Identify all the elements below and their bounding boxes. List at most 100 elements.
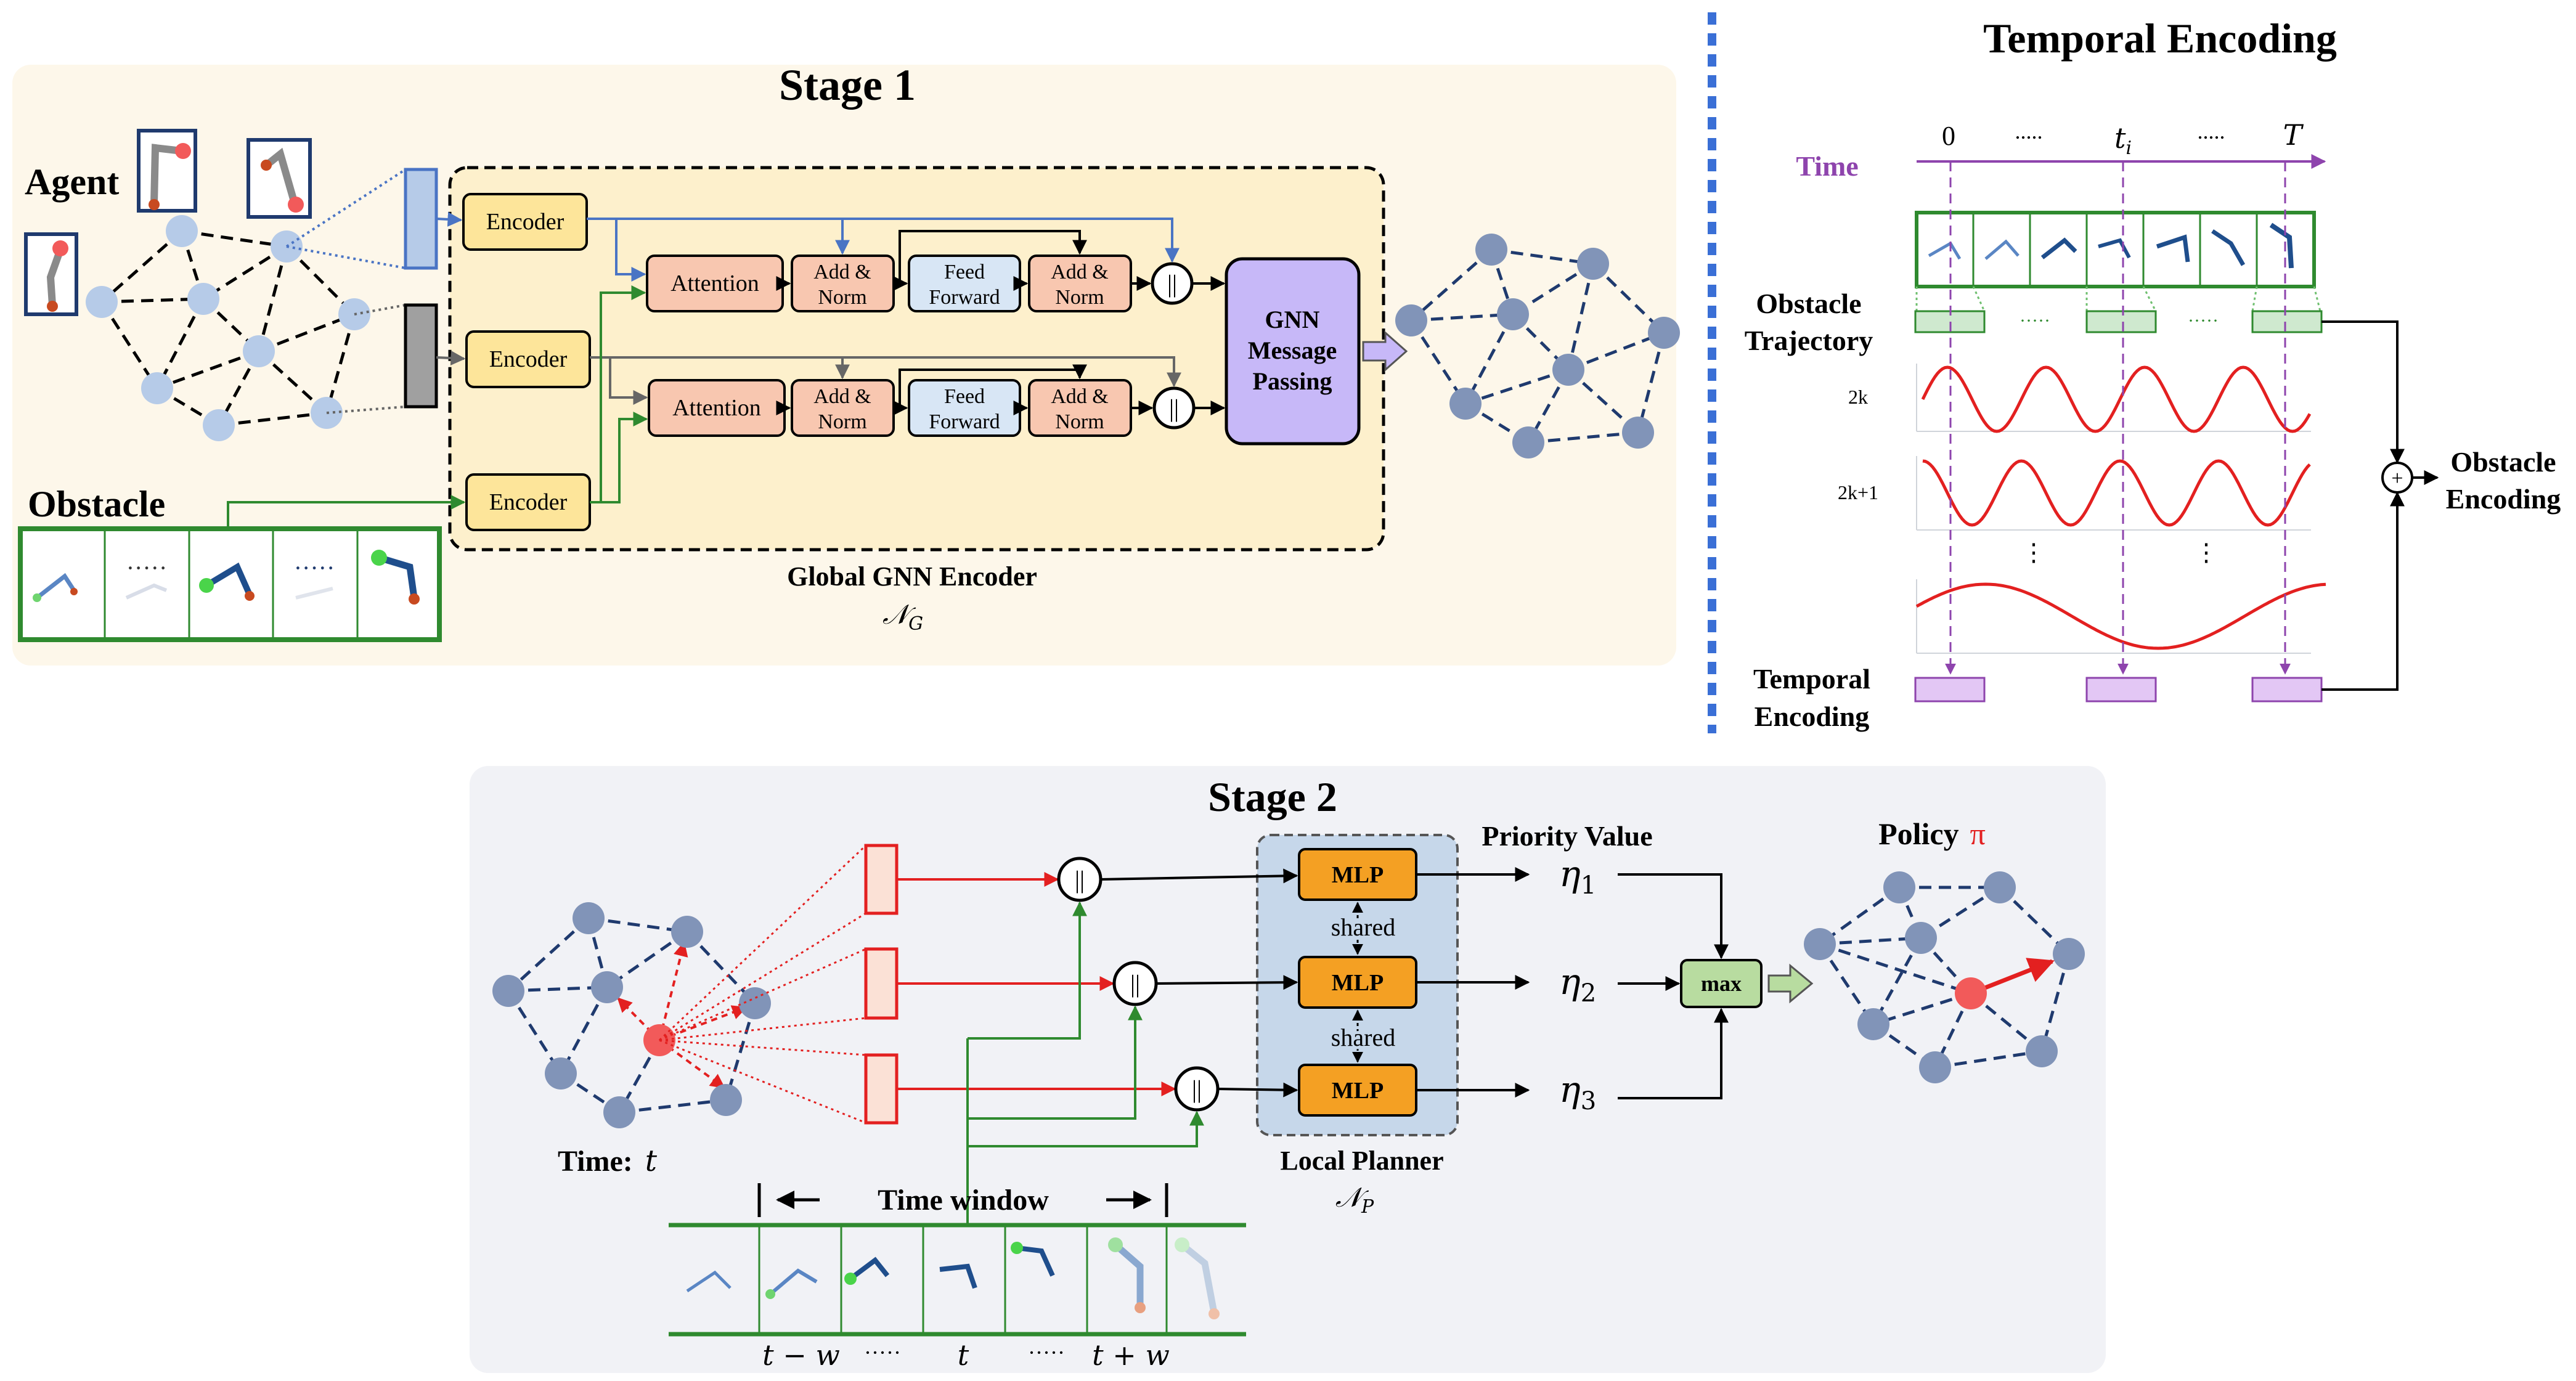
svg-text:max: max [1701, 971, 1742, 996]
stage2-fan-lines [658, 844, 867, 1124]
priority-value-label: Priority Value [1482, 820, 1652, 852]
vdots-left: ⋮ [2021, 539, 2046, 566]
dim-label-2k1: 2k+1 [1838, 481, 1878, 503]
add-norm-bottom-1: Add & Norm [791, 379, 895, 437]
mlp-2: MLP [1298, 956, 1417, 1009]
svg-text:Norm: Norm [818, 410, 866, 433]
encoder-agent: Encoder [462, 193, 588, 251]
stage2-title: Stage 2 [1208, 773, 1337, 820]
svg-text:Feed: Feed [944, 261, 985, 283]
svg-text:Encoder: Encoder [486, 209, 565, 235]
stage2-concat-1: || [1057, 857, 1103, 902]
eta-1: η1 [1559, 853, 1596, 900]
stage2-input-nodes [492, 902, 771, 1128]
svg-text:Encoder: Encoder [489, 489, 568, 515]
obstacle-trajectory-strip: ····· ····· [18, 526, 442, 642]
obstacle-encoding-line1: Obstacle [2450, 446, 2556, 478]
arrow-obstacle-to-encoder [227, 495, 466, 529]
window-tick-t-minus-w: t − w [762, 1338, 840, 1372]
attention-block-top: Attention [646, 255, 784, 312]
tick-label-dots-1: ..... [2015, 119, 2043, 144]
local-planner-label: Local Planner [1280, 1146, 1443, 1176]
add-norm-top-1: Add & Norm [791, 255, 895, 312]
global-encoder-label: Global GNN Encoder [787, 561, 1037, 592]
time-axis-label: Time [1796, 150, 1858, 182]
svg-text:·····: ····· [294, 554, 335, 582]
stage1-panel: Stage 1 Agent [12, 60, 1680, 666]
window-tick-dots-1: ····· [864, 1340, 901, 1365]
svg-text:Norm: Norm [1055, 286, 1104, 309]
concat-top: || [1151, 262, 1194, 305]
window-tick-t-plus-w: t + w [1092, 1338, 1170, 1372]
agent-embedding-bar [404, 168, 438, 270]
svg-text:·····: ····· [126, 554, 168, 582]
svg-text:||: || [1130, 970, 1140, 998]
svg-text:MLP: MLP [1332, 1078, 1384, 1104]
stage2-input-bar-2 [864, 947, 899, 1020]
concat3-to-mlp [1217, 1082, 1298, 1098]
sum-node: + [2381, 462, 2413, 494]
temporal-to-sum-line [2321, 491, 2405, 691]
shared-label-1: shared [1331, 913, 1395, 941]
sinusoid-low-freq [1915, 582, 2326, 650]
agent-label: Agent [25, 161, 119, 202]
trajectory-token-dots-2: ····· [2188, 311, 2219, 331]
eta-2: η2 [1559, 961, 1596, 1008]
obstacle-encoder-routing [590, 285, 648, 503]
svg-text:||: || [1167, 270, 1177, 298]
neighbor-encoder-routing [590, 356, 1181, 405]
svg-text:GNN: GNN [1265, 306, 1320, 333]
tick-label-ti: ti [2114, 121, 2132, 159]
gnn-message-passing-block: GNN Message Passing [1225, 257, 1361, 446]
temporal-encoding-panel: Temporal Encoding 0 ..... ti ..... T Tim… [1745, 15, 2561, 732]
stage1-title: Stage 1 [779, 60, 916, 110]
sinusoid-2k [1921, 365, 2312, 433]
trajectory-token-i [2085, 310, 2157, 333]
concat1-to-mlp [1100, 868, 1298, 884]
tick-label-dots-2: ..... [2198, 119, 2225, 144]
output-graph-nodes [1395, 234, 1680, 458]
svg-text:Norm: Norm [1055, 410, 1104, 433]
obstacle-encoding-line2: Encoding [2446, 483, 2561, 515]
time-window-strip [669, 1223, 1246, 1337]
gnn-output-arrow [1362, 330, 1408, 372]
stage2-input-bar-1 [864, 844, 899, 915]
encoder-obstacle: Encoder [465, 473, 591, 531]
neighbor-embedding-bar [404, 303, 438, 409]
obstacle-label: Obstacle [28, 484, 165, 524]
max-output-arrow [1767, 963, 1814, 1004]
svg-text:Attention: Attention [670, 271, 759, 296]
arrow-neighbor-to-encoder [436, 351, 466, 366]
stage2-panel: Stage 2 [470, 766, 2106, 1373]
time-window-bracket [757, 1183, 1168, 1217]
svg-text:Forward: Forward [929, 410, 1000, 433]
transformer-connectors [776, 230, 1154, 415]
trajectory-frame-strip [1915, 211, 2316, 288]
vdots-right: ⋮ [2194, 539, 2219, 566]
feed-forward-bottom: Feed Forward [908, 379, 1021, 437]
temporal-token-i [2085, 677, 2157, 703]
time-sample-lines [1945, 161, 2291, 675]
embedding-connectors [285, 168, 407, 414]
svg-text:Passing: Passing [1253, 367, 1332, 395]
window-tick-dots-2: ····· [1028, 1340, 1065, 1365]
concat-bottom: || [1152, 386, 1196, 430]
add-norm-bottom-2: Add & Norm [1028, 379, 1132, 437]
temporal-token-T [2251, 677, 2323, 703]
stage2-input-bar-3 [864, 1053, 899, 1125]
sinusoid-2k1 [1922, 459, 2311, 527]
temporal-title: Temporal Encoding [1983, 15, 2337, 62]
svg-text:Add &: Add & [813, 385, 871, 408]
temporal-label-line1: Temporal [1753, 663, 1870, 695]
svg-text:||: || [1075, 866, 1085, 894]
svg-text:||: || [1192, 1075, 1202, 1103]
robot-arm-icon [137, 129, 197, 213]
eta-3: η3 [1559, 1069, 1596, 1115]
policy-graph-nodes [1804, 871, 2085, 1083]
stage2-concat-2: || [1112, 961, 1158, 1006]
temporal-token-0 [1914, 677, 1986, 703]
svg-text:Encoder: Encoder [489, 346, 568, 372]
tick-label-0: 0 [1942, 121, 1955, 151]
trajectory-token-dots-1: ····· [2020, 311, 2050, 331]
